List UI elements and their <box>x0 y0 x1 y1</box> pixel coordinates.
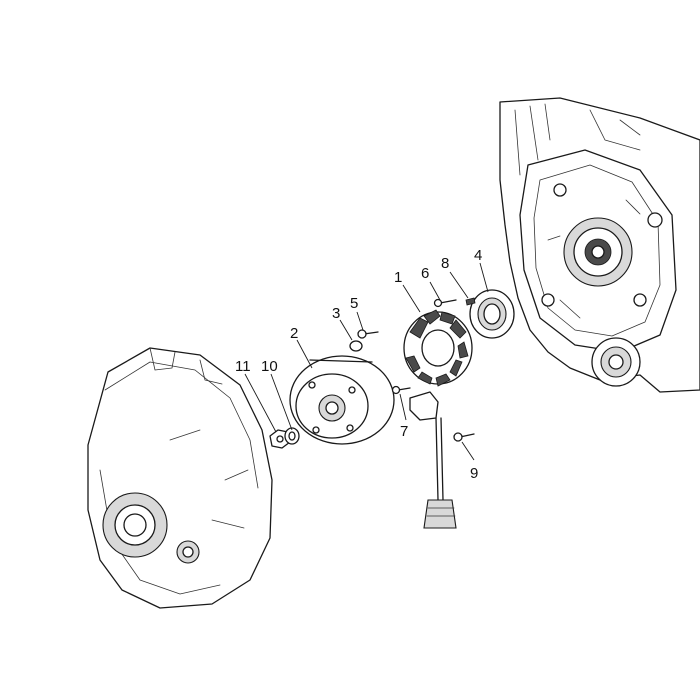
generator-cover <box>87 347 273 609</box>
callout-7: 7 <box>400 423 408 440</box>
oil-seal <box>469 289 515 339</box>
leader-lines <box>244 262 489 461</box>
callout-3: 3 <box>332 305 340 322</box>
callout-labels: 1 2 3 4 5 6 7 8 9 10 11 <box>235 247 482 482</box>
callout-8: 8 <box>441 255 449 272</box>
callout-11: 11 <box>235 358 251 375</box>
flywheel-rotor <box>289 355 395 445</box>
callout-9: 9 <box>470 465 478 482</box>
small-hardware <box>269 297 476 449</box>
callout-2: 2 <box>290 325 298 342</box>
callout-5: 5 <box>350 295 358 312</box>
stator-coil <box>403 309 473 529</box>
callout-10: 10 <box>261 358 278 375</box>
callout-6: 6 <box>421 265 429 282</box>
callout-4: 4 <box>474 247 482 264</box>
callout-1: 1 <box>394 269 402 286</box>
engine-crankcase <box>499 97 700 393</box>
